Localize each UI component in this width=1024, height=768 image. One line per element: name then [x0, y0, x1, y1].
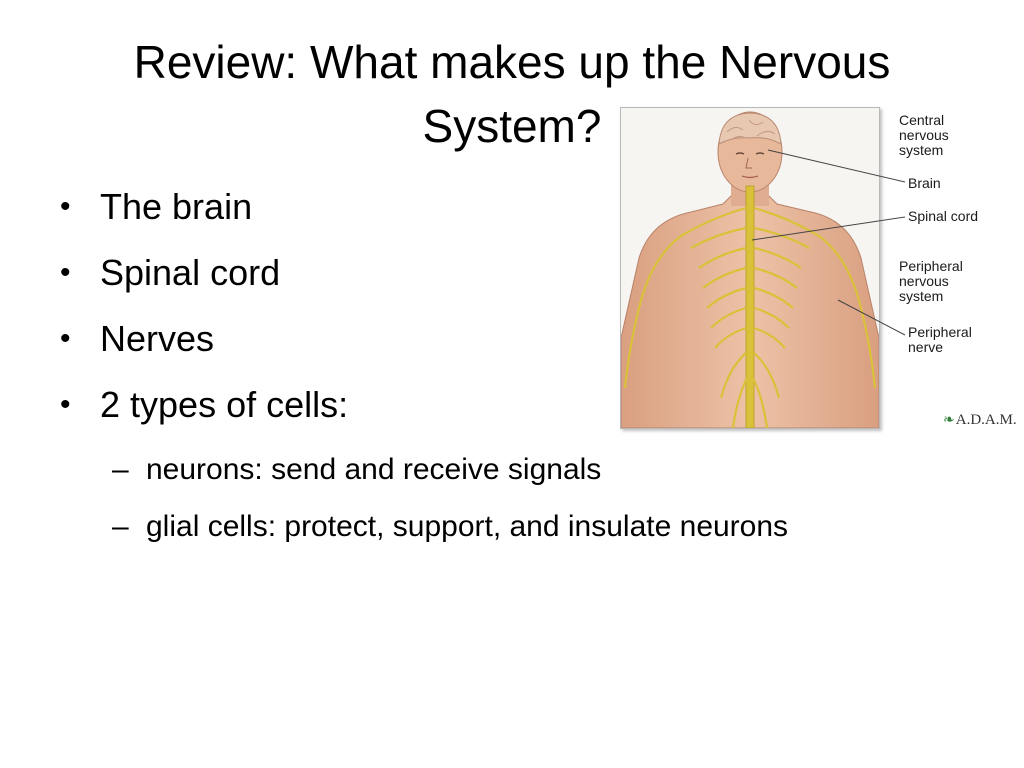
bullet-glyph: •	[60, 388, 71, 421]
nervous-system-illustration	[620, 107, 880, 429]
label-line: Peripheral	[908, 324, 972, 340]
peripheral-nerves	[623, 206, 877, 428]
label-line: system	[899, 288, 944, 304]
bullet-text: Nerves	[100, 318, 215, 359]
list-item: • 2 types of cells:	[58, 383, 618, 427]
label-line: system	[899, 142, 944, 158]
list-item: • Spinal cord	[58, 251, 618, 295]
label-spinal-cord: Spinal cord	[908, 208, 979, 224]
label-central-nervous-system: Central nervous system	[899, 113, 949, 158]
bullet-text: Spinal cord	[100, 252, 281, 293]
adam-logo: ❧A.D.A.M.	[943, 412, 1017, 429]
label-line: nerve	[908, 339, 944, 355]
logo-text: A.D.A.M.	[955, 412, 1017, 428]
sub-bullet-text: glial cells: protect, support, and insul…	[146, 510, 789, 543]
label-line: Peripheral	[899, 258, 963, 274]
label-peripheral-nerve: Peripheral nerve	[908, 325, 972, 355]
bullet-glyph: •	[60, 256, 71, 289]
label-line: nervous	[899, 127, 949, 143]
label-line: Central	[899, 112, 945, 128]
bullet-text: The brain	[100, 186, 253, 227]
list-item: • Nerves	[58, 317, 618, 361]
bullet-glyph: •	[60, 322, 71, 355]
sub-list-item: –glial cells: protect, support, and insu…	[112, 507, 992, 547]
sub-bullet-text: neurons: send and receive signals	[146, 453, 602, 486]
label-line: nervous	[899, 273, 949, 289]
sub-bullet-list: –neurons: send and receive signals –glia…	[112, 450, 992, 564]
title-line-1: Review: What makes up the Nervous	[133, 36, 891, 88]
bullet-list: • The brain • Spinal cord • Nerves • 2 types…	[58, 185, 618, 449]
leaf-icon: ❧	[943, 413, 955, 428]
bullet-glyph: •	[60, 190, 71, 223]
label-brain: Brain	[908, 175, 941, 191]
body-figure	[621, 111, 879, 428]
slide-title: Review: What makes up the Nervous System…	[60, 30, 964, 158]
title-line-2: System?	[422, 100, 602, 152]
list-item: • The brain	[58, 185, 618, 229]
label-peripheral-nervous-system: Peripheral nervous system	[899, 259, 963, 304]
spinal-cord	[745, 185, 755, 428]
dash-glyph: –	[112, 510, 129, 543]
dash-glyph: –	[112, 453, 129, 486]
sub-list-item: –neurons: send and receive signals	[112, 450, 992, 490]
bullet-text: 2 types of cells:	[100, 384, 349, 425]
brain-shape	[718, 112, 782, 145]
